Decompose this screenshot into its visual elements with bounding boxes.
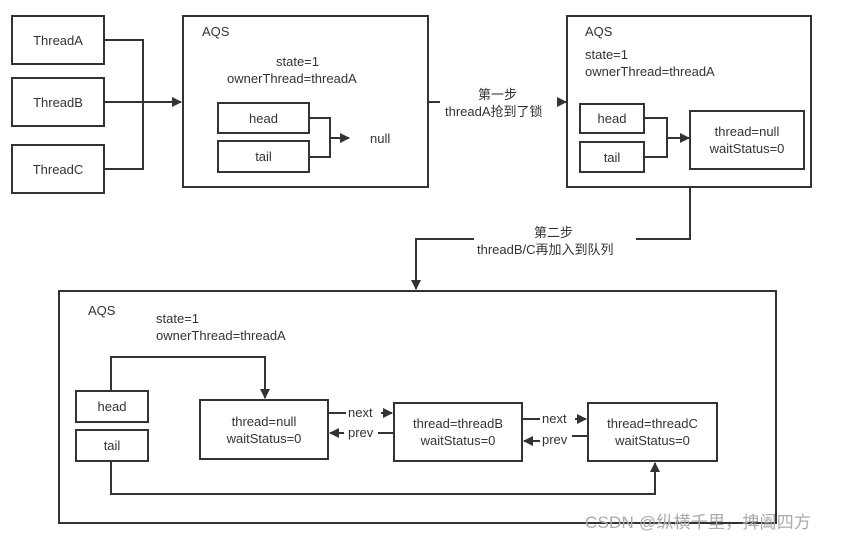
link2-prev-label: prev bbox=[542, 432, 568, 447]
aqs3-head-pointer bbox=[110, 356, 270, 399]
queue-node-3: thread=threadC waitStatus=0 bbox=[587, 402, 718, 462]
node-thread: thread=threadB bbox=[413, 416, 503, 431]
aqs-initial-tail: tail bbox=[217, 140, 310, 173]
aqs-initial-state: state=1 bbox=[276, 54, 320, 69]
aqs-step1-node: thread=null waitStatus=0 bbox=[689, 110, 805, 170]
aqs-step1-state: state=1 bbox=[585, 47, 629, 62]
node-waitstatus: waitStatus=0 bbox=[420, 433, 496, 448]
node-waitstatus: waitStatus=0 bbox=[615, 433, 690, 448]
aqs-step1-box bbox=[566, 15, 812, 188]
step1-title: 第一步 bbox=[478, 87, 518, 102]
link2-next-label: next bbox=[542, 411, 567, 426]
aqs-step1-tail: tail bbox=[579, 141, 645, 173]
thread-b-label: ThreadB bbox=[33, 94, 83, 110]
thread-a-box: ThreadA bbox=[11, 15, 105, 65]
tail-label: tail bbox=[603, 149, 621, 165]
aqs-step2-owner: ownerThread=threadA bbox=[156, 328, 286, 343]
step2-desc: threadB/C再加入到队列 bbox=[477, 242, 614, 257]
thread-b-box: ThreadB bbox=[11, 77, 105, 127]
tail-label: tail bbox=[103, 438, 121, 453]
link1-next-label: next bbox=[348, 405, 373, 420]
step1-desc: threadA抢到了锁 bbox=[445, 104, 543, 119]
aqs-step2-state: state=1 bbox=[156, 311, 200, 326]
watermark: CSDN @纵横千里，捭阖四方 bbox=[585, 513, 812, 532]
node-thread: thread=threadC bbox=[607, 416, 698, 431]
node-thread: thread=null bbox=[231, 413, 297, 429]
node-waitstatus: waitStatus=0 bbox=[709, 141, 785, 156]
head-label: head bbox=[249, 110, 278, 126]
aqs-initial-title: AQS bbox=[202, 24, 230, 39]
node-waitstatus: waitStatus=0 bbox=[226, 430, 302, 446]
step2-title: 第二步 bbox=[534, 225, 574, 240]
aqs-step2-title: AQS bbox=[88, 303, 116, 318]
threadA-connector bbox=[104, 39, 144, 170]
step2-arrow-right bbox=[636, 187, 691, 240]
aqs-step1-owner: ownerThread=threadA bbox=[585, 64, 715, 79]
aqs-initial-owner: ownerThread=threadA bbox=[227, 71, 357, 86]
aqs-initial-head: head bbox=[217, 102, 310, 134]
aqs3-tail-pointer bbox=[110, 461, 660, 495]
link1-prev-label: prev bbox=[348, 425, 374, 440]
aqs-step1-head: head bbox=[579, 103, 645, 134]
tail-label: tail bbox=[255, 149, 272, 164]
node-thread: thread=null bbox=[714, 124, 780, 139]
aqs-step2-head: head bbox=[75, 390, 149, 423]
aqs-step1-title: AQS bbox=[585, 24, 613, 39]
queue-node-2: thread=threadB waitStatus=0 bbox=[393, 402, 523, 462]
thread-a-label: ThreadA bbox=[33, 32, 83, 48]
aqs-initial-box bbox=[182, 15, 429, 188]
step2-arrow-left bbox=[411, 238, 474, 290]
aqs-initial-null: null bbox=[370, 131, 391, 146]
head-label: head bbox=[97, 399, 127, 414]
aqs-step2-tail: tail bbox=[75, 429, 149, 462]
thread-c-box: ThreadC bbox=[11, 144, 105, 194]
head-label: head bbox=[597, 111, 627, 126]
thread-c-label: ThreadC bbox=[32, 161, 84, 177]
queue-node-1: thread=null waitStatus=0 bbox=[199, 399, 329, 460]
aqs-step2-box bbox=[58, 290, 777, 524]
